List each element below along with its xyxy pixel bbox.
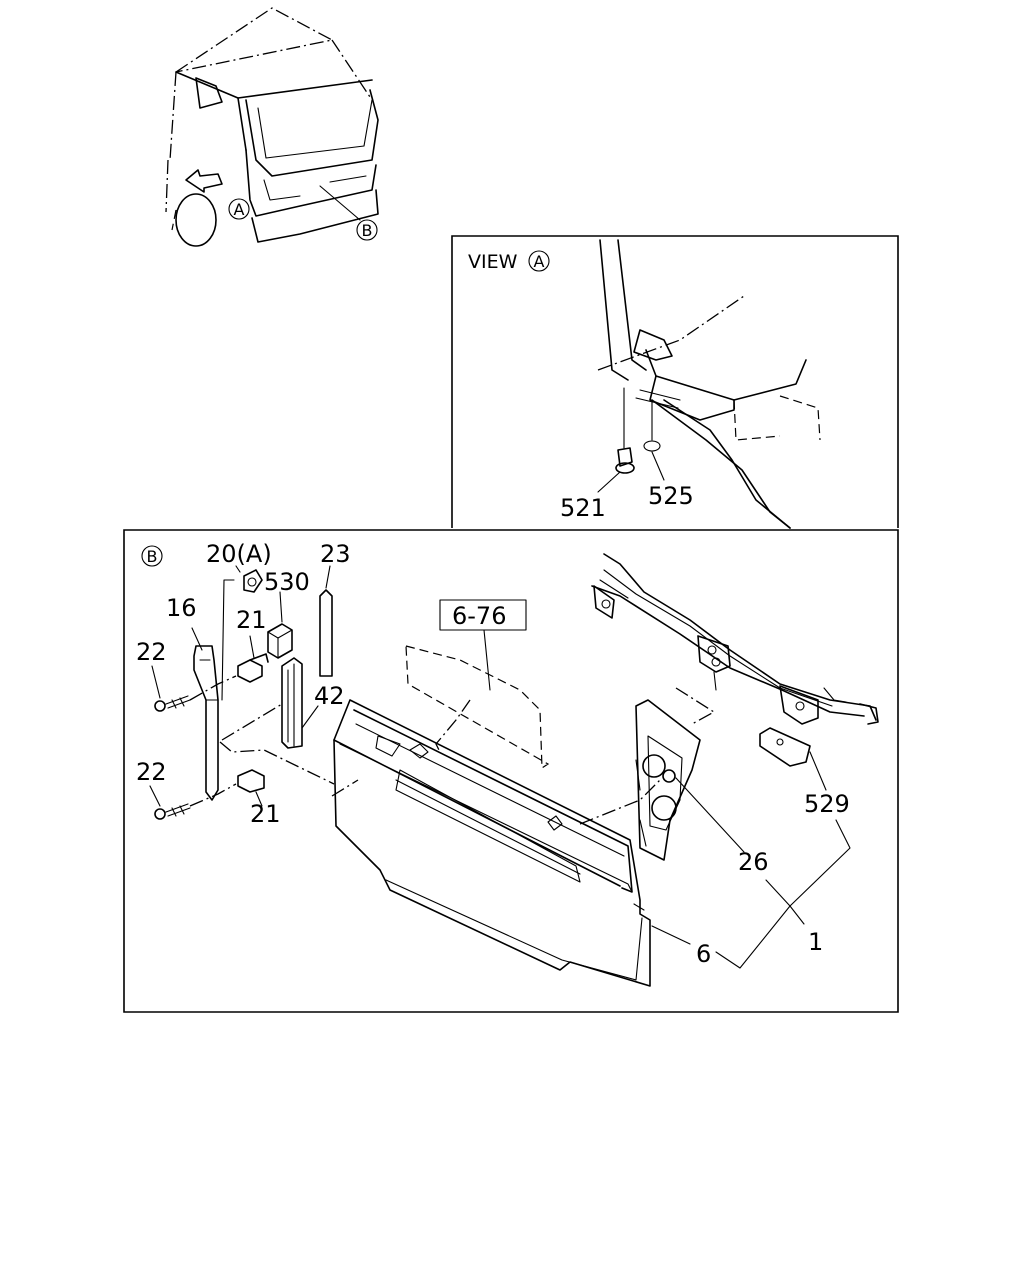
view-a-circle: A <box>534 252 545 271</box>
callout-1: 1 <box>808 928 823 956</box>
callout-22-bottom: 22 <box>136 758 167 786</box>
cab-overview: A B <box>165 7 379 247</box>
detail-b-panel: B 20(A) 23 530 16 21 22 42 22 21 6-76 52… <box>123 529 899 1013</box>
callout-42: 42 <box>314 682 345 710</box>
callout-23: 23 <box>320 540 351 568</box>
callout-6-76: 6-76 <box>452 602 506 630</box>
callout-26: 26 <box>738 848 769 876</box>
view-a-panel: VIEW A 521 525 <box>451 235 899 529</box>
callout-21-bottom: 21 <box>250 800 281 828</box>
callout-22-top: 22 <box>136 638 167 666</box>
callout-21-top: 21 <box>236 606 267 634</box>
callout-521: 521 <box>560 494 606 522</box>
callout-16: 16 <box>166 594 197 622</box>
callout-20a: 20(A) <box>206 540 272 568</box>
view-a-title: VIEW <box>468 251 518 273</box>
detail-b-circle: B <box>147 547 158 566</box>
callout-6: 6 <box>696 940 711 968</box>
circle-b-label: B <box>362 221 373 240</box>
callout-529: 529 <box>804 790 850 818</box>
circle-a-label: A <box>234 200 245 219</box>
callout-530: 530 <box>264 568 310 596</box>
callout-525: 525 <box>648 482 694 510</box>
